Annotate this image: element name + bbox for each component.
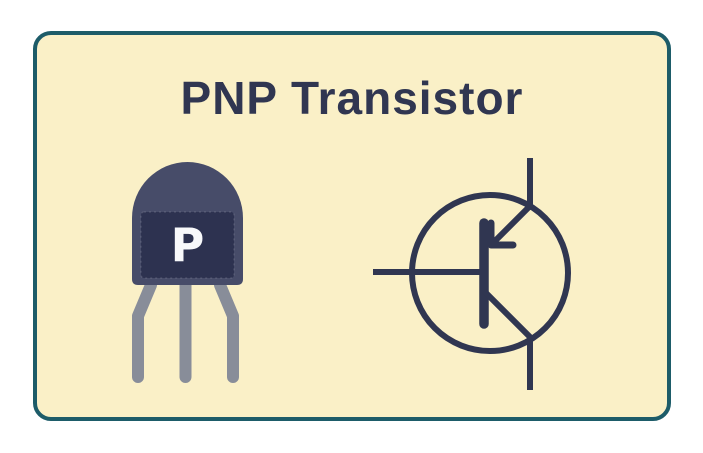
diagram-card: PNP Transistor <box>33 31 671 421</box>
diagram-title: PNP Transistor <box>180 72 524 124</box>
